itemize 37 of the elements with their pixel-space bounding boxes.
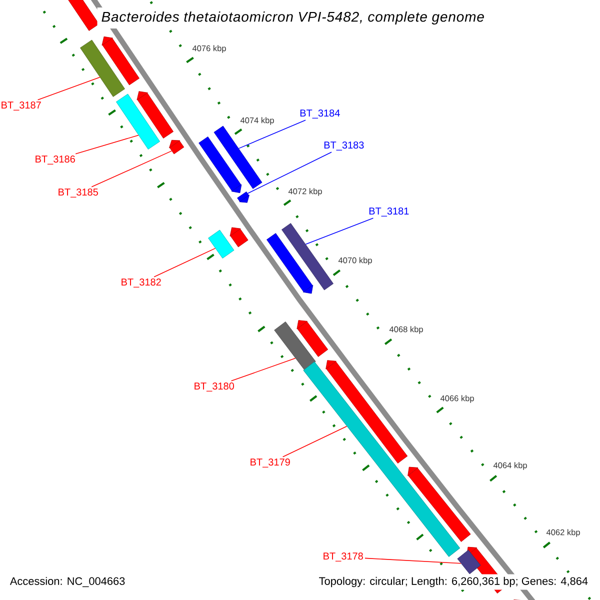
leader-line: [282, 426, 348, 458]
accession-text: Accession: NC_004663: [7, 574, 128, 590]
leader-line: [364, 558, 462, 564]
leader-line: [305, 218, 374, 245]
gene-segment: [80, 40, 125, 97]
leader-line: [91, 150, 172, 188]
gene-label: BT_3179: [250, 458, 290, 468]
gene-segment: [214, 126, 262, 189]
gene-label: BT_3186: [36, 156, 75, 164]
gene-label: BT_3184: [300, 110, 340, 118]
gene-label: BT_3181: [369, 208, 409, 216]
leader-line: [37, 76, 100, 100]
scale-label: 4064 kbp: [493, 462, 527, 470]
gene-segment: [274, 322, 316, 370]
genome-stats-text: Topology: circular; Length: 6,260,361 bp; Genes: 4,864: [316, 574, 591, 590]
gene-label: BT_3187: [2, 102, 41, 110]
gene-label: BT_3182: [122, 278, 161, 288]
scale-label: 4072 kbp: [288, 188, 322, 196]
leader-line: [75, 134, 139, 154]
gene-segment: [237, 192, 250, 203]
gene-label: BT_3180: [194, 382, 234, 392]
gene-segment: [282, 223, 334, 290]
title: Bacteroides thetaiotaomicron VPI-5482, complete genome: [97, 7, 488, 29]
scale-label: 4066 kbp: [440, 395, 474, 403]
leader-line: [247, 152, 332, 194]
leader-line: [230, 358, 296, 382]
gene-segment: [457, 550, 481, 574]
leader-line: [238, 120, 306, 149]
gene-segment: [208, 230, 234, 258]
scale-label: 4076 kbp: [192, 45, 226, 53]
gene-label: BT_3178: [324, 552, 363, 562]
gene-segment: [169, 140, 184, 154]
scale-label: 4062 kbp: [546, 529, 580, 537]
gene-label: BT_3183: [324, 142, 364, 150]
gene-segment: [116, 94, 160, 150]
gene-label: BT_3185: [58, 188, 98, 198]
leader-line: [154, 248, 216, 278]
